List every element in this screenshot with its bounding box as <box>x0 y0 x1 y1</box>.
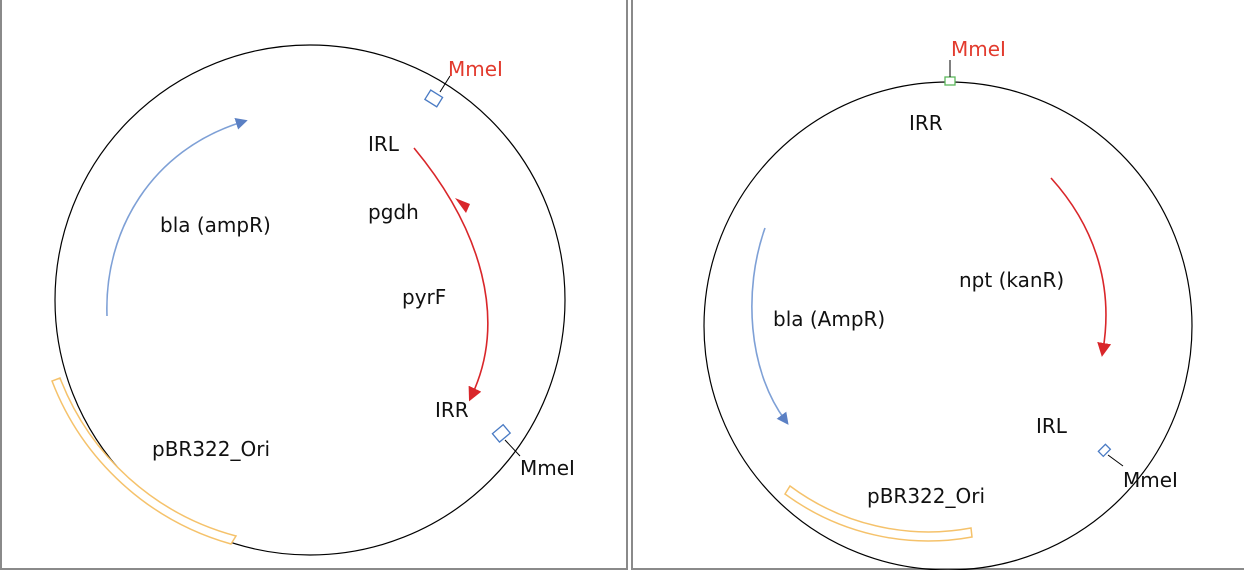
mmei-top-label: MmeI <box>448 57 503 81</box>
ori-feature <box>51 377 238 545</box>
plasmid-backbone <box>54 44 566 556</box>
mmei-site-right-box <box>1097 443 1112 458</box>
mmei-site-right-leader <box>504 439 521 457</box>
mmei-right-label: MmeI <box>520 456 575 480</box>
npt-label: npt (kanR) <box>959 268 1064 292</box>
mmei-site-right-box <box>491 423 512 444</box>
insert-arrow-mid-head <box>455 198 470 213</box>
plasmid-map-right: MmeI IRR npt (kanR) bla (AmpR) IRL pBR32… <box>703 37 1193 570</box>
mmei-site-top-leader <box>439 75 451 93</box>
bla-arrow <box>106 118 248 317</box>
ori-feature <box>783 484 973 542</box>
irr-label: IRR <box>435 398 469 422</box>
plasmid-map-left: MmeI IRL bla (ampR) pgdh pyrF IRR pBR322… <box>51 44 575 556</box>
irr-label: IRR <box>909 111 943 135</box>
insert-arrow <box>413 147 489 402</box>
bla-arrow <box>751 227 789 425</box>
pyrf-label: pyrF <box>402 285 446 309</box>
mmei-site-top-box <box>423 89 444 108</box>
npt-arrow <box>1050 177 1112 357</box>
irl-label: IRL <box>1036 414 1068 438</box>
mmei-site-right-leader <box>1107 454 1124 467</box>
bla-label: bla (AmpR) <box>773 307 885 331</box>
pgdh-label: pgdh <box>368 200 419 224</box>
mmei-top-label: MmeI <box>951 37 1006 61</box>
ori-label: pBR322_Ori <box>152 437 270 461</box>
mmei-site-top-box <box>944 76 956 86</box>
plasmid-map-left-panel: MmeI IRL bla (ampR) pgdh pyrF IRR pBR322… <box>0 0 628 570</box>
irl-label: IRL <box>368 132 400 156</box>
bla-label: bla (ampR) <box>160 213 271 237</box>
ori-label: pBR322_Ori <box>867 484 985 508</box>
mmei-right-label: MmeI <box>1123 468 1178 492</box>
plasmid-map-right-panel: MmeI IRR npt (kanR) bla (AmpR) IRL pBR32… <box>631 0 1244 570</box>
